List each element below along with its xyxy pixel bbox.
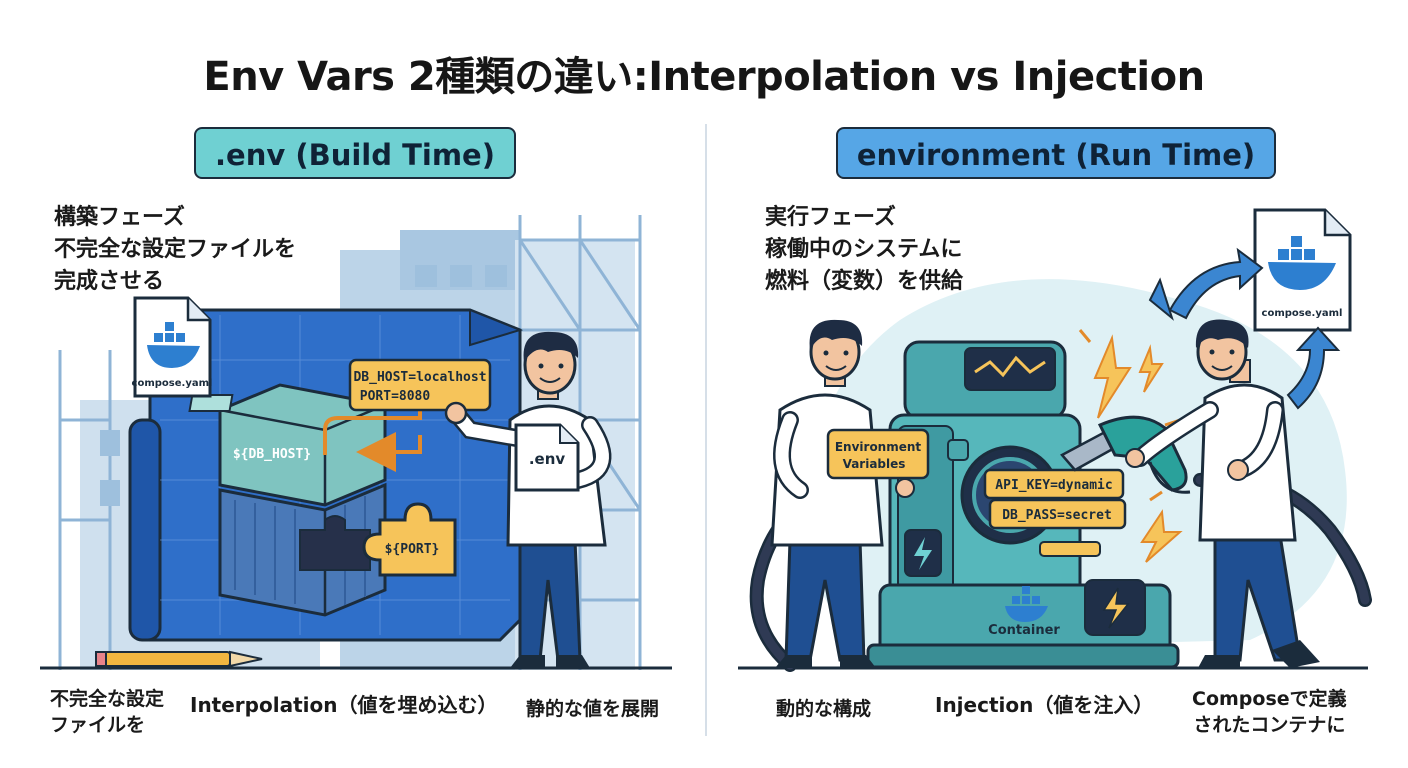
footer-left-part3: 静的な値を展開 [526,698,660,720]
vars-line-host: DB_HOST=localhost [353,370,486,385]
desc-line: 稼働中のシステムに [765,237,963,262]
api-key-label: API_KEY=dynamic [995,478,1112,493]
compose-file-icon [133,296,212,398]
footer-right-injection: Injection（値を注入） [935,693,1154,717]
db-pass-label: DB_PASS=secret [1002,508,1112,523]
desc-line: 実行フェーズ [765,205,896,230]
placeholder-port: ${PORT} [385,542,440,557]
pencil-icon [95,650,263,668]
db-pass-tag [988,498,1127,530]
container-label: Container [988,623,1060,638]
desc-line: 不完全な設定ファイルを [54,237,297,262]
lightning-icon [1093,334,1183,563]
api-key-tag [983,468,1125,500]
container-box-bottom [218,482,387,617]
env-variables-sign [826,428,930,498]
placeholder-db-host: ${DB_HOST} [233,447,311,462]
compose-file-icon-right [1253,208,1352,332]
footer-line: されたコンテナに [1193,714,1346,736]
desc-line: 完成させる [54,269,165,294]
refueling-person [1125,319,1320,668]
desc-line: 燃料（変数）を供給 [765,269,964,294]
env-vars-note [348,358,492,412]
build-time-label: .env (Build Time) [194,127,516,179]
build-phase-description: 構築フェーズ 不完全な設定ファイルを 完成させる [54,202,296,298]
page-title: Env Vars 2種類の違い:Interpolation vs Injecti… [203,54,1205,100]
center-divider [705,124,707,736]
footer-left-part1: 不完全な設定 ファイルを [50,686,164,738]
compose-file-label-right: compose.yaml [1262,308,1343,319]
env-file-icon [514,423,580,492]
footer-line: Composeで定義 [1192,688,1347,710]
sign-line-1: Environment [835,440,922,454]
run-phase-description: 実行フェーズ 稼働中のシステムに 燃料（変数）を供給 [765,202,963,298]
run-time-label: environment (Run Time) [836,127,1276,179]
footer-line: 不完全な設定 [50,688,165,710]
footer-right-part1: 動的な構成 [776,698,872,720]
puzzle-piece-icon [362,502,457,577]
footer-line: ファイルを [50,714,146,736]
vars-line-port: PORT=8080 [360,389,431,404]
footer-right-part3: Composeで定義 されたコンテナに [1192,686,1347,738]
desc-line: 構築フェーズ [54,205,185,230]
operator-person [770,319,884,668]
refresh-arrows-icon [1148,247,1341,410]
compose-file-label: compose.yaml [132,378,213,389]
env-file-label: .env [529,450,566,468]
sign-line-2: Variables [843,457,906,471]
footer-left-interpolation: Interpolation（値を埋め込む） [190,693,498,717]
